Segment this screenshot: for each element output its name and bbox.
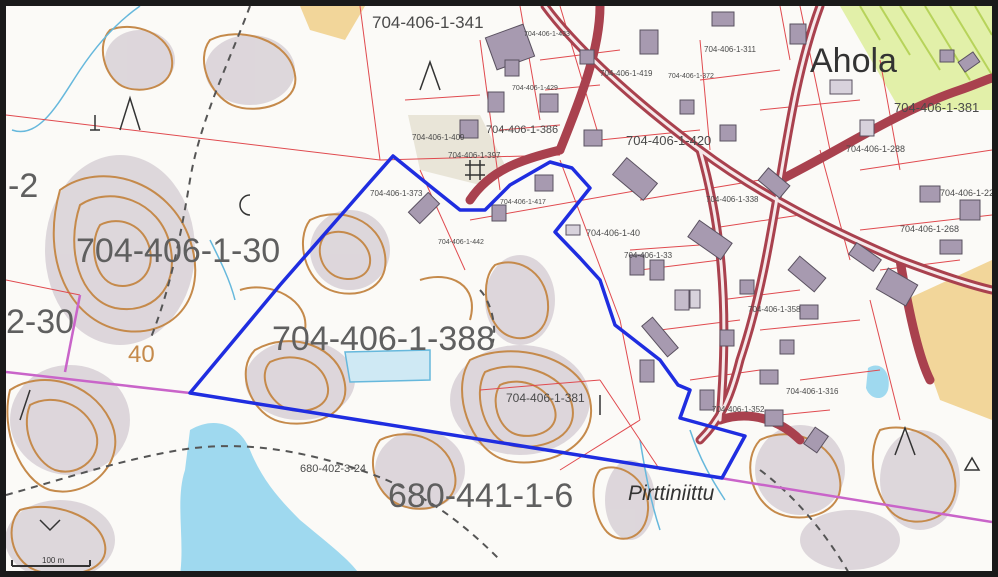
parcel-label: 704-406-1-386 — [486, 124, 558, 136]
lake — [180, 422, 358, 571]
parcel-label: 704-406-1-341 — [372, 13, 484, 32]
parcel-label: 704-406-1-409 — [412, 133, 465, 142]
parcel-label: 704-406-1-372 — [668, 73, 714, 80]
parcel-label: 704-406-1-316 — [786, 387, 839, 396]
parcel-label: 704-406-1-40 — [586, 228, 640, 238]
scale-bar: 100 m — [11, 556, 91, 567]
parcel-label: 704-406-1-381 — [506, 391, 585, 405]
parcel-label: 704-406-1-225 — [940, 188, 992, 198]
parcel-label: 704-406-1-338 — [706, 195, 759, 204]
parcel-label: 704-406-1-268 — [900, 224, 959, 234]
parcel-label-388: 704-406-1-388 — [272, 320, 495, 358]
cultivated-hatch — [859, 6, 992, 81]
target-area-boundary[interactable] — [188, 154, 747, 480]
place-name-pirttiniittu: Pirttiniittu — [628, 482, 715, 505]
place-name-ahola: Ahola — [810, 42, 897, 80]
parcel-label: 704-406-1-420 — [626, 133, 711, 148]
parcel-label: 704-406-1-397 — [448, 151, 501, 160]
buildings — [407, 11, 981, 454]
parcel-label: 704-406-1-33 — [624, 251, 673, 260]
field-area — [300, 6, 365, 40]
parcel-label: 704-406-1-419 — [600, 69, 653, 78]
parcel-label: 704-406-1-358 — [748, 305, 801, 314]
parcel-label: 704-406-1-429 — [512, 85, 558, 92]
footpaths — [6, 6, 849, 571]
map-symbols — [19, 59, 981, 532]
streams — [11, 6, 726, 531]
small-pond — [866, 365, 889, 399]
parcel-label: 704-406-1-373 — [370, 189, 423, 198]
field-area-east — [905, 260, 992, 420]
parcel-label-left-30: 2-30 — [6, 303, 74, 341]
contour-lines — [6, 25, 957, 571]
topographic-map[interactable]: -2 704-406-1-30 2-30 704-406-1-388 680-4… — [6, 6, 992, 571]
parcel-label: 704-406-1-288 — [846, 144, 905, 154]
scale-bar-label: 100 m — [42, 556, 65, 565]
parcel-label: 704-406-1-311 — [704, 45, 756, 54]
contour-elevation-label: 40 — [128, 341, 155, 368]
parcel-label-441: 680-441-1-6 — [388, 477, 573, 515]
parcel-label: 704-406-1-442 — [438, 239, 484, 246]
pond — [344, 349, 431, 383]
parcel-label: 704-406-1-352 — [712, 405, 765, 414]
parcel-label-left-2: -2 — [8, 167, 38, 205]
parcel-label: 704-406-1-433 — [524, 31, 570, 38]
parcel-label: 680-402-3-24 — [300, 463, 366, 475]
parcel-label-30: 704-406-1-30 — [76, 232, 280, 270]
parcel-label: 704-406-1-381 — [894, 100, 979, 115]
cultivated-area — [840, 6, 992, 110]
parcel-label: 704-406-1-417 — [500, 199, 546, 206]
road-centerlines — [543, 6, 992, 442]
